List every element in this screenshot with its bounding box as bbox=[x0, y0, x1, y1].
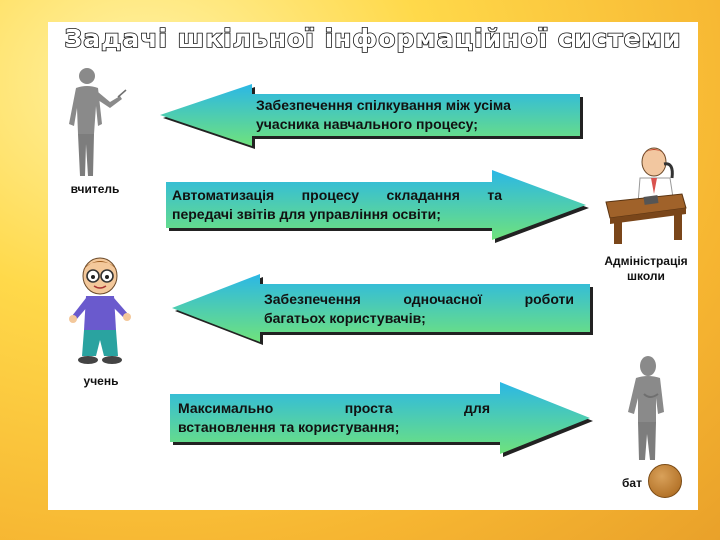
administration-label-line-2: школи bbox=[627, 269, 665, 283]
task-arrow-1: Забезпечення спілкування між усіма учасн… bbox=[160, 80, 583, 150]
left-arrow-shape bbox=[172, 274, 593, 345]
task-arrow-3: Забезпечення одночасної роботи багатьох … bbox=[172, 272, 593, 345]
parents-label: бат bbox=[622, 476, 642, 490]
task-2-line-2: передачі звітів для управління освіти; bbox=[172, 206, 441, 222]
task-1-line-1: Забезпечення спілкування між усіма bbox=[256, 97, 511, 113]
parent-figure-icon bbox=[614, 354, 676, 466]
student-figure-icon bbox=[64, 256, 136, 368]
student-label: учень bbox=[83, 374, 119, 388]
right-arrow-shape bbox=[170, 382, 593, 457]
task-4-line-1: Максимально проста для bbox=[178, 400, 490, 416]
task-arrow-4: Максимально проста для встановлення та к… bbox=[170, 382, 593, 457]
right-arrow-shape bbox=[166, 170, 589, 243]
task-3-line-2: багатьох користувачів; bbox=[264, 310, 426, 326]
left-arrow-shape bbox=[160, 84, 583, 149]
task-arrow-2: Автоматизація процесу складання та перед… bbox=[166, 170, 589, 243]
administration-figure-icon bbox=[604, 142, 688, 246]
task-3-line-1: Забезпечення одночасної роботи bbox=[264, 291, 574, 307]
task-1-line-2: учасника навчального процесу; bbox=[256, 116, 478, 132]
circle-badge-icon bbox=[648, 464, 682, 498]
task-2-line-1: Автоматизація процесу складання та bbox=[172, 187, 502, 203]
teacher-label: вчитель bbox=[70, 182, 120, 196]
page-title: Задачі шкільної інформаційної системи bbox=[64, 23, 682, 54]
teacher-figure-icon bbox=[58, 64, 128, 184]
task-4-line-2: встановлення та користування; bbox=[178, 419, 400, 435]
administration-label: Адміністрація школи bbox=[598, 254, 694, 284]
administration-label-line-1: Адміністрація bbox=[604, 254, 688, 268]
